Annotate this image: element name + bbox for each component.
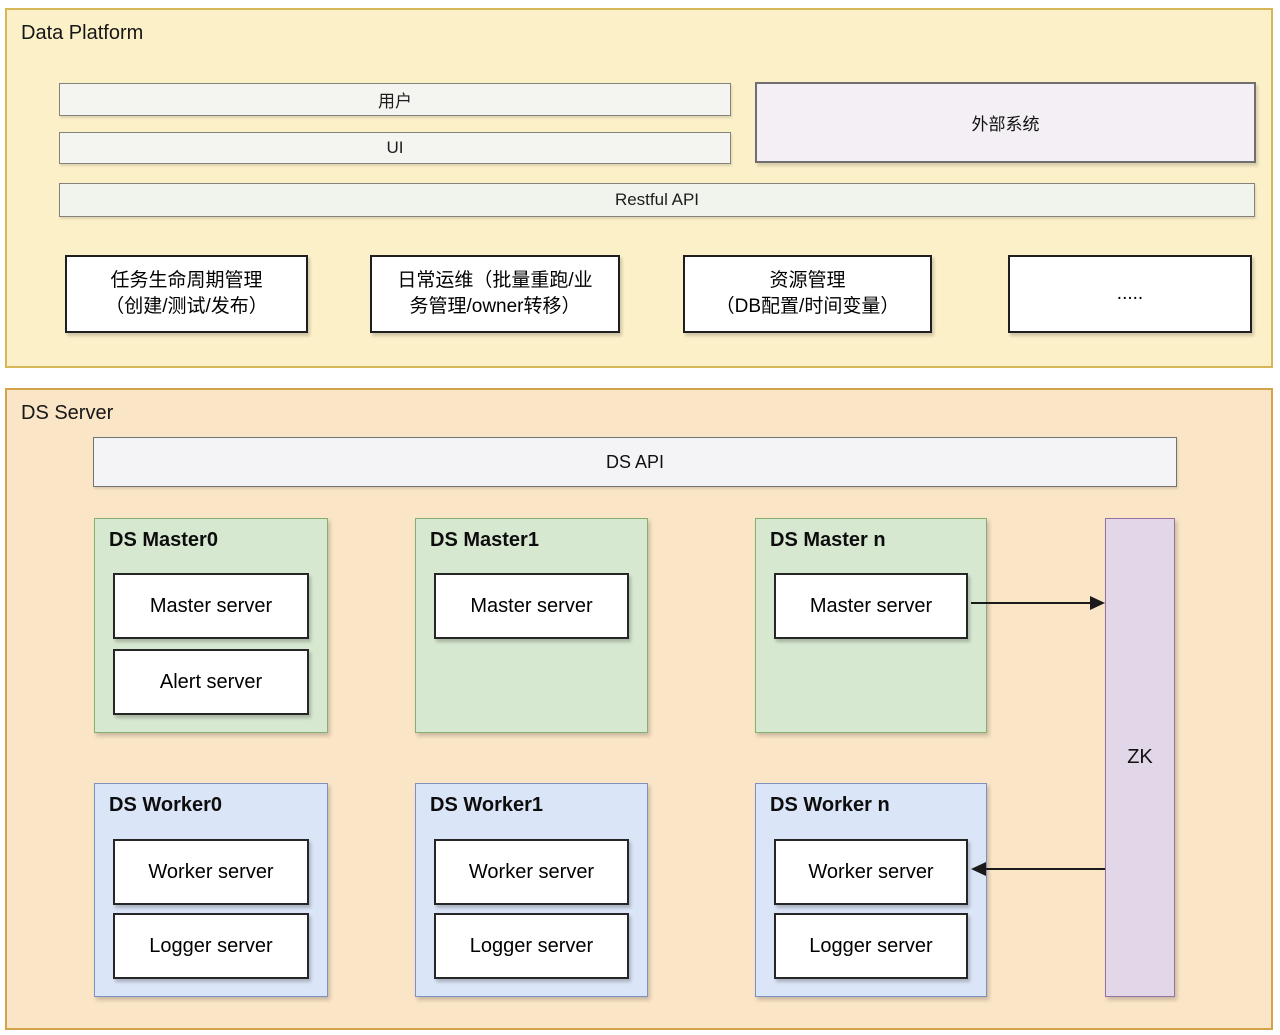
logger-server-label: Logger server — [809, 934, 933, 957]
logger-server-box: Logger server — [774, 913, 968, 979]
worker-server-label: Worker server — [808, 860, 934, 883]
master-server-box: Master server — [774, 573, 968, 639]
logger-server-box: Logger server — [113, 913, 309, 979]
feature-line: 日常运维（批量重跑/业 — [397, 270, 593, 291]
feature-box-task-lifecycle: 任务生命周期管理 （创建/测试/发布） — [65, 255, 308, 333]
feature-box-more: ..... — [1008, 255, 1252, 333]
master-server-box: Master server — [434, 573, 629, 639]
worker-server-label: Worker server — [468, 860, 595, 883]
ds-server-title: DS Server — [21, 402, 114, 424]
ds-api-label: DS API — [605, 451, 665, 472]
ds-master-n-group: DS Master n Master server — [755, 518, 987, 733]
external-system-label: 外部系统 — [971, 115, 1040, 134]
ui-bar-label: UI — [386, 138, 404, 157]
logger-server-label: Logger server — [149, 934, 273, 957]
feature-box-resource-mgmt: 资源管理 （DB配置/时间变量） — [683, 255, 932, 333]
worker-server-box: Worker server — [434, 839, 629, 905]
feature-line: 资源管理 — [769, 270, 846, 291]
user-bar: 用户 — [59, 83, 731, 116]
data-platform-title: Data Platform — [21, 22, 144, 44]
feature-line: 任务生命周期管理 — [110, 270, 263, 291]
logger-server-box: Logger server — [434, 913, 629, 979]
ds-worker0-group: DS Worker0 Worker server Logger server — [94, 783, 328, 997]
worker-server-label: Worker server — [148, 860, 274, 883]
logger-server-label: Logger server — [469, 934, 594, 957]
user-bar-label: 用户 — [378, 92, 412, 111]
feature-line: （DB配置/时间变量） — [715, 296, 900, 317]
worker-server-box: Worker server — [774, 839, 968, 905]
feature-line: ..... — [1116, 283, 1144, 304]
feature-line: 务管理/owner转移） — [409, 296, 581, 317]
ds-worker-n-group: DS Worker n Worker server Logger server — [755, 783, 987, 997]
alert-server-box: Alert server — [113, 649, 309, 715]
ds-worker1-title: DS Worker1 — [430, 794, 544, 816]
ds-master-n-title: DS Master n — [770, 529, 886, 551]
ds-worker0-title: DS Worker0 — [109, 794, 223, 816]
zk-column: ZK — [1105, 518, 1175, 997]
ui-bar: UI — [59, 132, 731, 164]
master-server-label: Master server — [809, 594, 933, 617]
feature-line: （创建/测试/发布） — [105, 296, 268, 317]
ds-api-bar: DS API — [93, 437, 1177, 487]
master-server-box: Master server — [113, 573, 309, 639]
ds-worker-n-title: DS Worker n — [770, 794, 890, 816]
master-server-label: Master server — [149, 594, 273, 617]
external-system-box: 外部系统 — [755, 82, 1256, 163]
restful-api-bar: Restful API — [59, 183, 1255, 217]
master-server-label: Master server — [470, 594, 593, 617]
ds-master0-group: DS Master0 Master server Alert server — [94, 518, 328, 733]
alert-server-label: Alert server — [159, 670, 263, 693]
feature-box-daily-ops: 日常运维（批量重跑/业 务管理/owner转移） — [370, 255, 620, 333]
ds-master1-group: DS Master1 Master server — [415, 518, 648, 733]
restful-api-label: Restful API — [614, 190, 700, 209]
ds-master1-title: DS Master1 — [430, 529, 539, 551]
worker-server-box: Worker server — [113, 839, 309, 905]
ds-worker1-group: DS Worker1 Worker server Logger server — [415, 783, 648, 997]
zk-label: ZK — [1127, 746, 1153, 768]
ds-master0-title: DS Master0 — [109, 529, 218, 551]
